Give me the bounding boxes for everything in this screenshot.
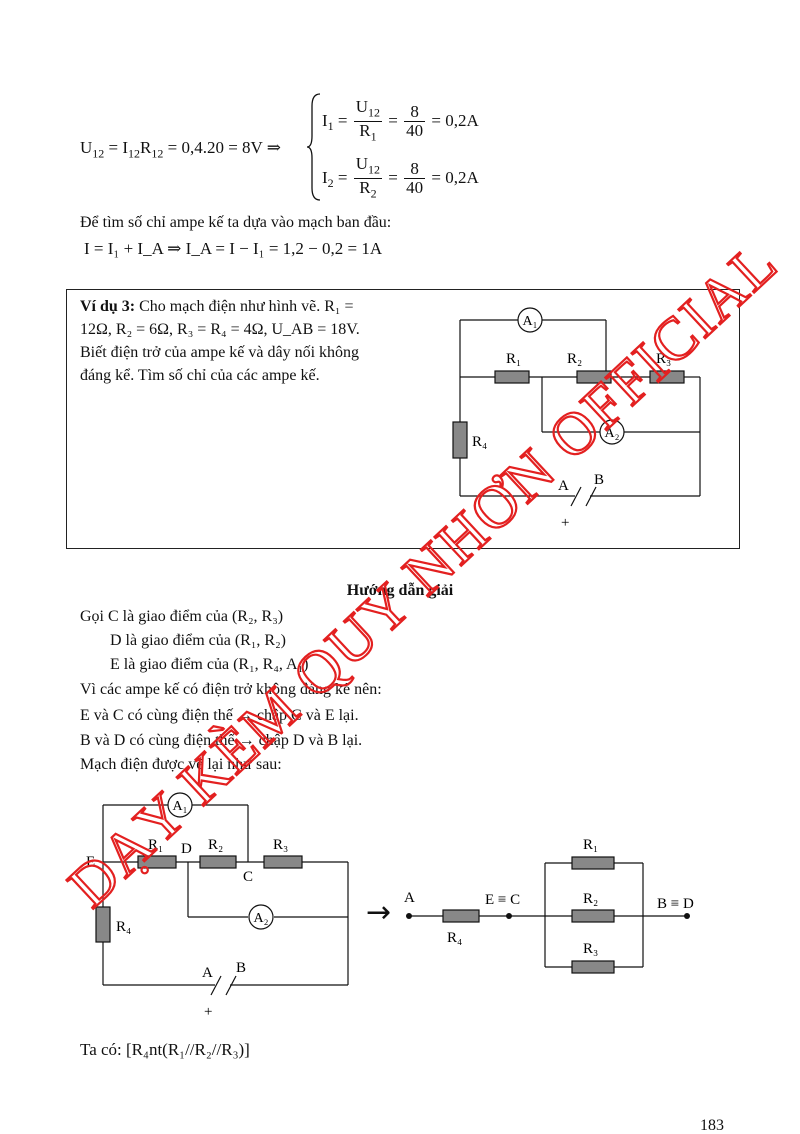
- label-b-b: B: [236, 960, 246, 976]
- circuit-diagram-equivalent: A R₄ E ≡ C R₁ R₂ R₃ B ≡ D: [404, 837, 694, 974]
- label-r4: R₄: [472, 434, 487, 450]
- label-plus: +: [561, 515, 569, 531]
- circuit-diagram-labelled: A₁ A₂ R₁ D R₂ R₃ E C R₄ A B +: [86, 792, 349, 1020]
- solution-heading: Hướng dẫn giải: [346, 582, 454, 599]
- label-r3-eq: R₃: [583, 941, 598, 957]
- label-r1-eq: R₁: [583, 837, 598, 853]
- ammeter-a1: [517, 307, 543, 333]
- label-a-b: A: [202, 965, 213, 981]
- example-line-4: đáng kể. Tìm số chỉ của các ampe kế.: [80, 367, 320, 384]
- transform-arrow-icon: →: [366, 895, 392, 930]
- resistor-r3-eq: [571, 960, 615, 974]
- brace-icon: [306, 93, 321, 201]
- resistor-r1: [494, 370, 530, 384]
- example-line-2: 12Ω, R₂ = 6Ω, R₃ = R₄ = 4Ω, U_AB = 18V.: [80, 321, 360, 338]
- label-b: B: [594, 472, 604, 488]
- label-a: A: [558, 478, 569, 494]
- ammeter-a1-b: [167, 792, 193, 818]
- solution-line-3: E là giao điểm của (R₁, R₄, A₁): [110, 656, 309, 673]
- label-ec: E ≡ C: [485, 892, 520, 908]
- label-r3: R₃: [656, 351, 671, 367]
- resistor-r3-b: [263, 855, 303, 869]
- resistor-r4: [452, 421, 468, 459]
- paragraph-ammeter-method: Để tìm số chỉ ampe kế ta dựa vào mạch ba…: [80, 214, 392, 231]
- solution-line-5: E và C có cùng điện thế → chập C và E lạ…: [80, 707, 359, 724]
- equation-u12: U12 = I12R12 = 0,4.20 = 8V ⇒: [80, 138, 282, 161]
- label-a1: A₁: [523, 314, 538, 329]
- circuit-diagram-original: A₁ A₂ R₁ R₂ R₃ R₄ A B +: [452, 307, 701, 531]
- solution-line-7: Mạch điện được vẽ lại như sau:: [80, 756, 282, 773]
- resistor-r2-eq: [571, 909, 615, 923]
- resistor-r3: [649, 370, 685, 384]
- label-c: C: [243, 869, 253, 885]
- solution-line-1: Gọi C là giao điểm của (R₂, R₃): [80, 608, 284, 625]
- ammeter-a2: [599, 419, 625, 445]
- resistor-r4-b: [95, 906, 111, 943]
- resistor-r1-eq: [571, 856, 615, 870]
- label-e: E: [86, 854, 95, 870]
- equation-current-sum: I = I₁ + I_A ⇒ I_A = I − I₁ = 1,2 − 0,2 …: [84, 239, 383, 258]
- resistor-r2: [576, 370, 612, 384]
- resistor-r2-b: [199, 855, 237, 869]
- label-r4-b: R₄: [116, 919, 131, 935]
- example-line-1: Ví dụ 3: Cho mạch điện như hình vẽ. R₁ =: [80, 298, 354, 315]
- conclusion-formula: Ta có: [R₄nt(R₁//R₂//R₃)]: [80, 1040, 250, 1059]
- label-a2-b: A₂: [254, 911, 269, 926]
- solution-line-2: D là giao điểm của (R₁, R₂): [110, 632, 286, 649]
- example-box: [66, 289, 740, 549]
- label-r2-b: R₂: [208, 837, 223, 853]
- page-number: 183: [700, 1117, 724, 1134]
- label-r2: R₂: [567, 351, 582, 367]
- label-d: D: [181, 841, 192, 857]
- solution-line-6: B và D có cùng điện thế → chập D và B lạ…: [80, 732, 363, 749]
- label-a2: A₂: [605, 426, 620, 441]
- example-line-3: Biết điện trở của ampe kế và dây nối khô…: [80, 344, 360, 361]
- label-a1-b: A₁: [173, 799, 188, 814]
- label-r1: R₁: [506, 351, 521, 367]
- example-label: Ví dụ 3:: [80, 298, 136, 315]
- label-r4-eq: R₄: [447, 930, 462, 946]
- label-plus-b: +: [204, 1004, 212, 1020]
- label-bd: B ≡ D: [657, 896, 694, 912]
- label-a-eq: A: [404, 890, 415, 906]
- label-r1-b: R₁: [148, 837, 163, 853]
- resistor-r1-b: [137, 855, 177, 869]
- label-r3-b: R₃: [273, 837, 288, 853]
- resistor-r4-eq: [442, 909, 480, 923]
- label-r2-eq: R₂: [583, 891, 598, 907]
- solution-line-4: Vì các ampe kế có điện trở không đáng kể…: [80, 681, 382, 698]
- ammeter-a2-b: [248, 904, 274, 930]
